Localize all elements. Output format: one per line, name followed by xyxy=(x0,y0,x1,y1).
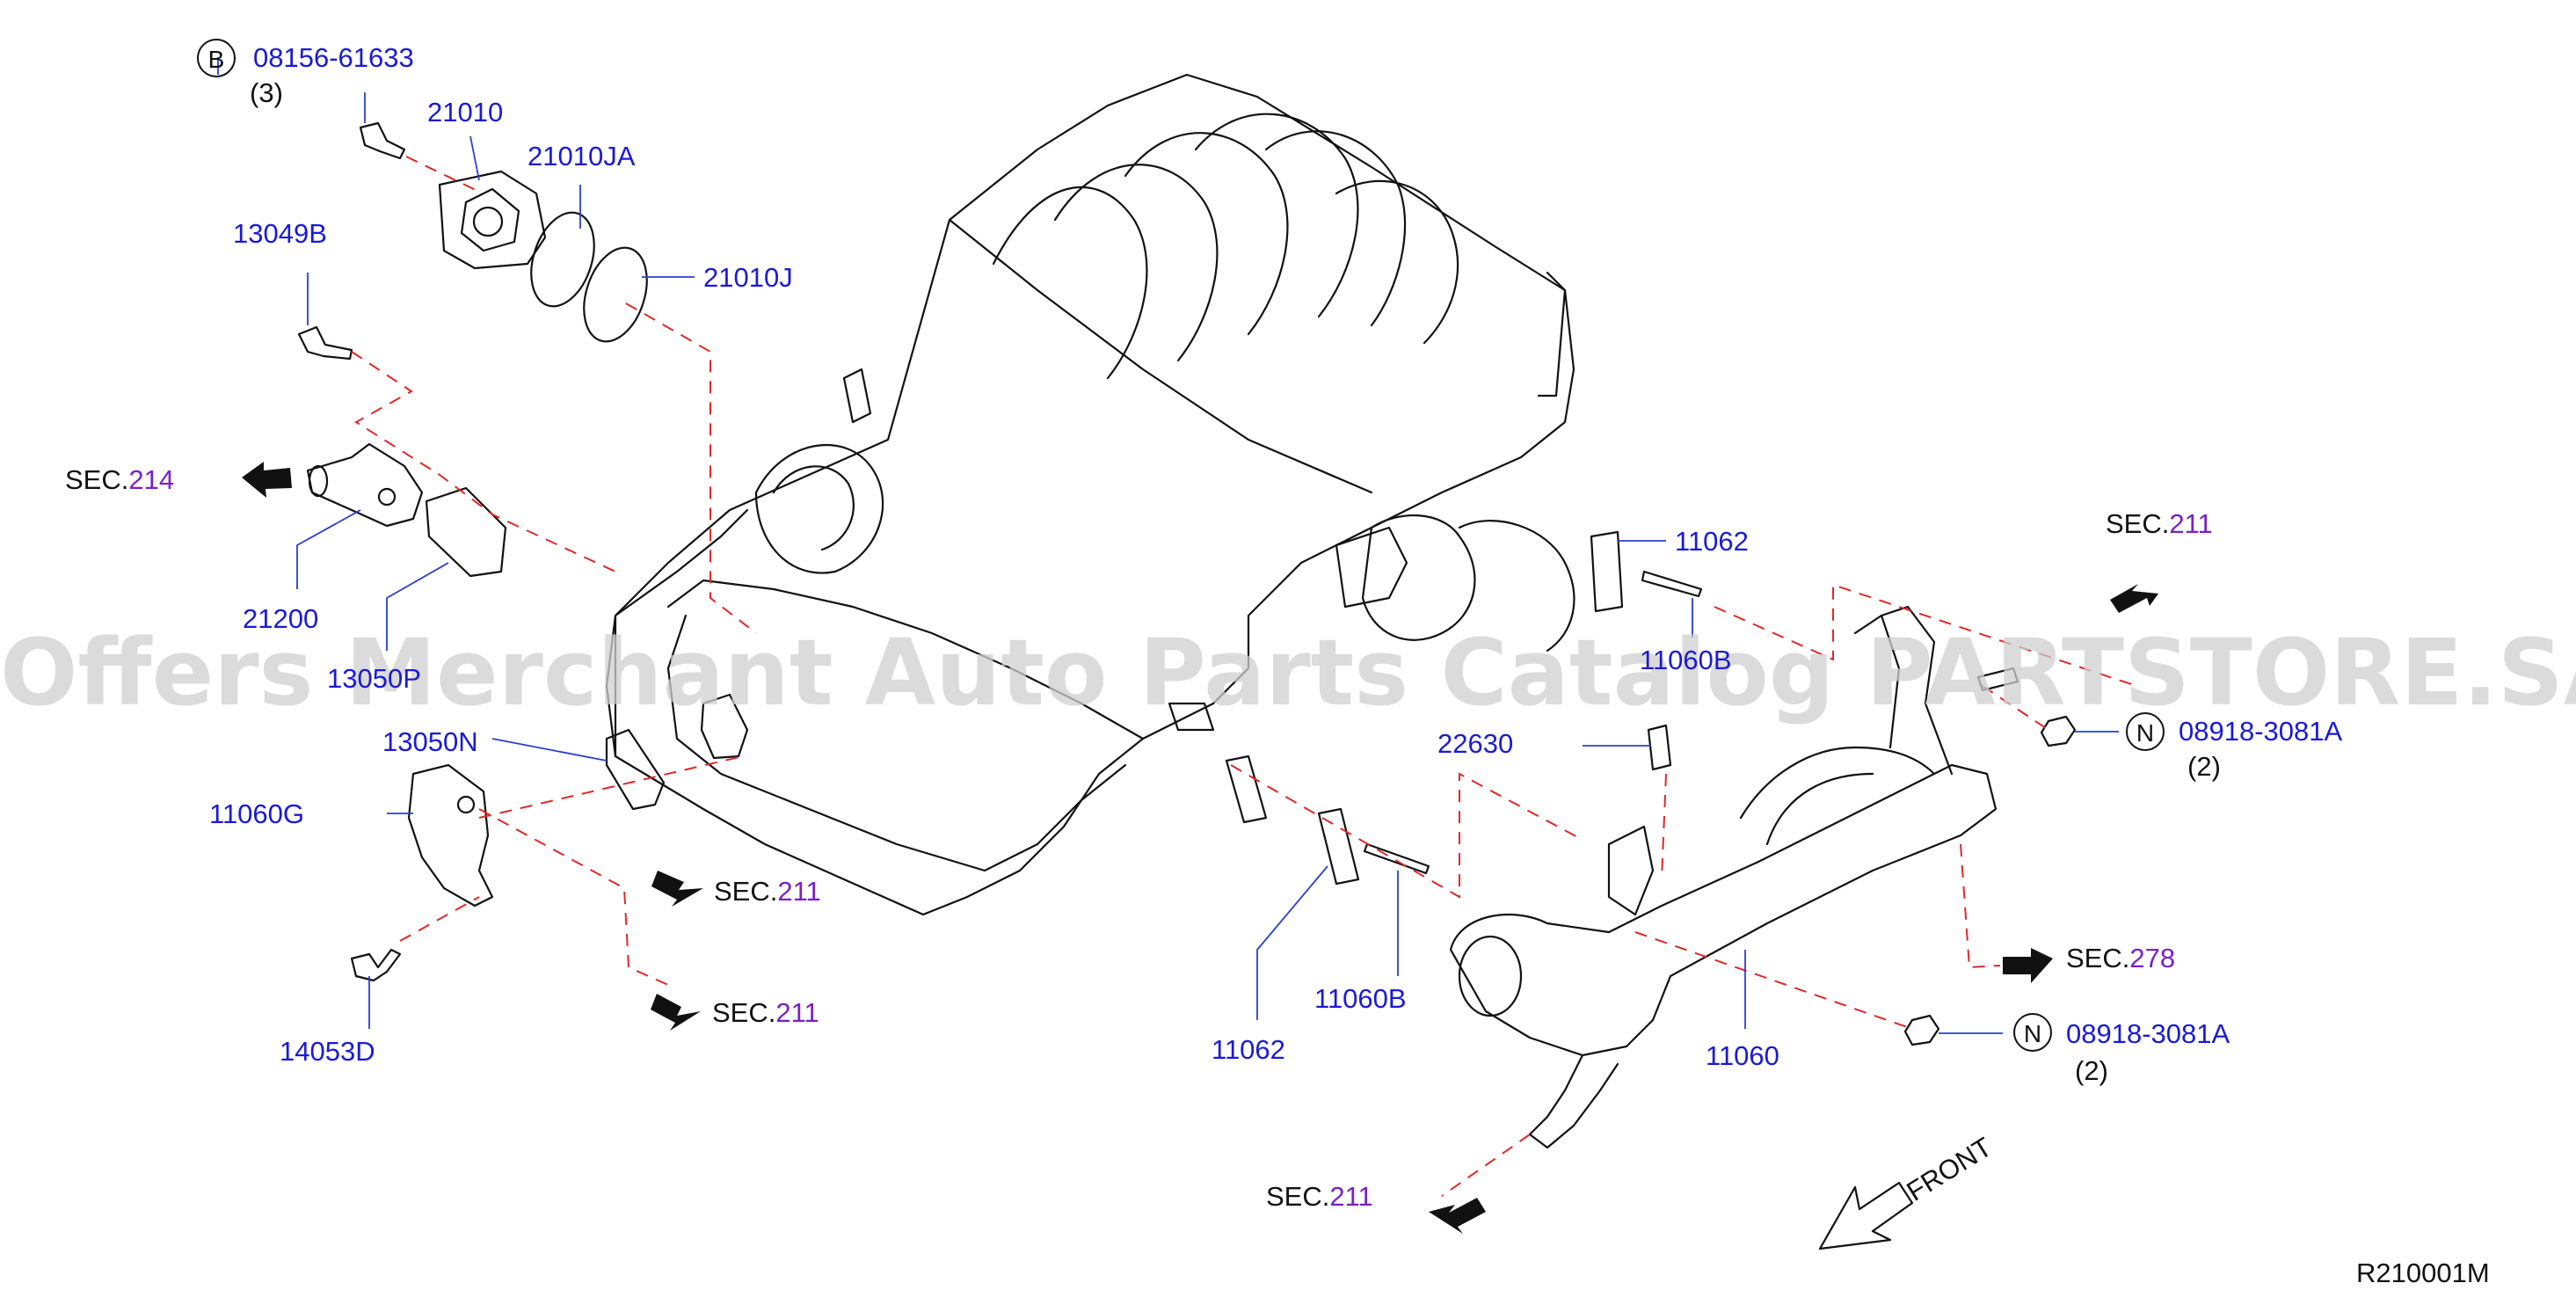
outlet-gasket-illustration xyxy=(425,486,507,578)
part-label-11060[interactable]: 11060 xyxy=(1706,1040,1779,1071)
sec-number: 214 xyxy=(128,464,175,495)
water-pump-illustration xyxy=(438,170,547,270)
gasket-13050n-illustration xyxy=(605,728,666,811)
assembly-guide-lines xyxy=(351,156,2137,1197)
callout-symbol-n-bottom: N xyxy=(2013,1013,2052,1052)
sec-ref-211-mid-1[interactable]: SEC.211 xyxy=(714,878,821,905)
part-label-21200[interactable]: 21200 xyxy=(243,603,319,634)
part-label-11060g[interactable]: 11060G xyxy=(209,798,305,829)
water-pipe-11060-illustration xyxy=(1449,605,2019,1149)
sec-ref-211-bottom[interactable]: SEC.211 xyxy=(1266,1183,1373,1210)
part-label-08918-3081a-bottom[interactable]: 08918-3081A xyxy=(2066,1018,2230,1049)
part-label-21010[interactable]: 21010 xyxy=(427,97,504,128)
part-label-08156-61633[interactable]: 08156-61633 xyxy=(253,42,414,73)
part-label-22630[interactable]: 22630 xyxy=(1437,728,1514,759)
sensor-22630-illustration xyxy=(1647,724,1672,771)
callout-symbol-b: B xyxy=(197,39,236,77)
sec-prefix: SEC. xyxy=(2106,508,2170,539)
sec-ref-211-mid-2[interactable]: SEC.211 xyxy=(712,999,819,1026)
part-label-13050p[interactable]: 13050P xyxy=(327,663,421,694)
sec-ref-214[interactable]: SEC.214 xyxy=(65,466,174,493)
qty-label-08918-3081a-top: (2) xyxy=(2187,751,2221,782)
nut-bottom-illustration xyxy=(1903,1014,1940,1046)
gasket-11062-top-illustration xyxy=(1590,530,1624,613)
sec-prefix: SEC. xyxy=(2066,943,2130,973)
part-label-11062-bottom[interactable]: 11062 xyxy=(1212,1034,1285,1065)
bolt-14053d-illustration xyxy=(350,948,402,982)
front-direction-arrow-icon xyxy=(1818,1181,1914,1250)
housing-11060g-illustration xyxy=(407,763,494,908)
sec-number: 211 xyxy=(2169,508,2213,539)
qty-label-08156-61633: (3) xyxy=(250,77,283,108)
engine-assembly-illustration xyxy=(605,73,1575,916)
nut-top-illustration xyxy=(2040,715,2077,747)
sec-number: 211 xyxy=(775,997,819,1028)
part-label-11062-top[interactable]: 11062 xyxy=(1675,526,1749,557)
pump-gasket-illustration xyxy=(530,211,648,343)
part-label-11060b-top[interactable]: 11060B xyxy=(1640,645,1732,675)
callout-symbol-n-top: N xyxy=(2126,712,2165,751)
water-outlet-illustration xyxy=(306,442,424,528)
bolt-illustration-top xyxy=(359,121,406,160)
leader-lines xyxy=(217,57,2119,1034)
sec-prefix: SEC. xyxy=(714,876,778,907)
part-label-14053d[interactable]: 14053D xyxy=(280,1036,375,1067)
sec-prefix: SEC. xyxy=(65,464,129,495)
sec-ref-211-top-right[interactable]: SEC.211 xyxy=(2106,510,2213,537)
gasket-center-illustration xyxy=(700,693,749,760)
sec-number: 278 xyxy=(2129,943,2176,973)
sec-prefix: SEC. xyxy=(712,997,776,1028)
part-label-08918-3081a-top[interactable]: 08918-3081A xyxy=(2179,716,2343,747)
gasket-11062-bottom-illustration xyxy=(1225,755,1360,886)
sec-ref-278[interactable]: SEC.278 xyxy=(2066,944,2175,972)
watermark: Offers Merchant Auto Parts Catalog PARTS… xyxy=(0,619,2576,726)
part-label-13049b[interactable]: 13049B xyxy=(233,218,327,249)
stud-bottom-illustration xyxy=(1363,842,1430,875)
diagram-id: R210001M xyxy=(2356,1258,2490,1288)
part-label-21010ja[interactable]: 21010JA xyxy=(528,141,636,171)
part-label-21010j[interactable]: 21010J xyxy=(703,262,793,293)
bolt-illustration-13049b xyxy=(297,325,353,361)
sec-prefix: SEC. xyxy=(1266,1181,1330,1212)
part-label-13050n[interactable]: 13050N xyxy=(382,726,478,757)
stud-top-illustration xyxy=(1641,570,1703,598)
part-label-11060b-bottom[interactable]: 11060B xyxy=(1314,983,1407,1014)
qty-label-08918-3081a-bottom: (2) xyxy=(2075,1055,2108,1086)
sec-number: 211 xyxy=(1329,1181,1373,1212)
arrows xyxy=(242,462,2158,1234)
sec-number: 211 xyxy=(777,876,821,907)
